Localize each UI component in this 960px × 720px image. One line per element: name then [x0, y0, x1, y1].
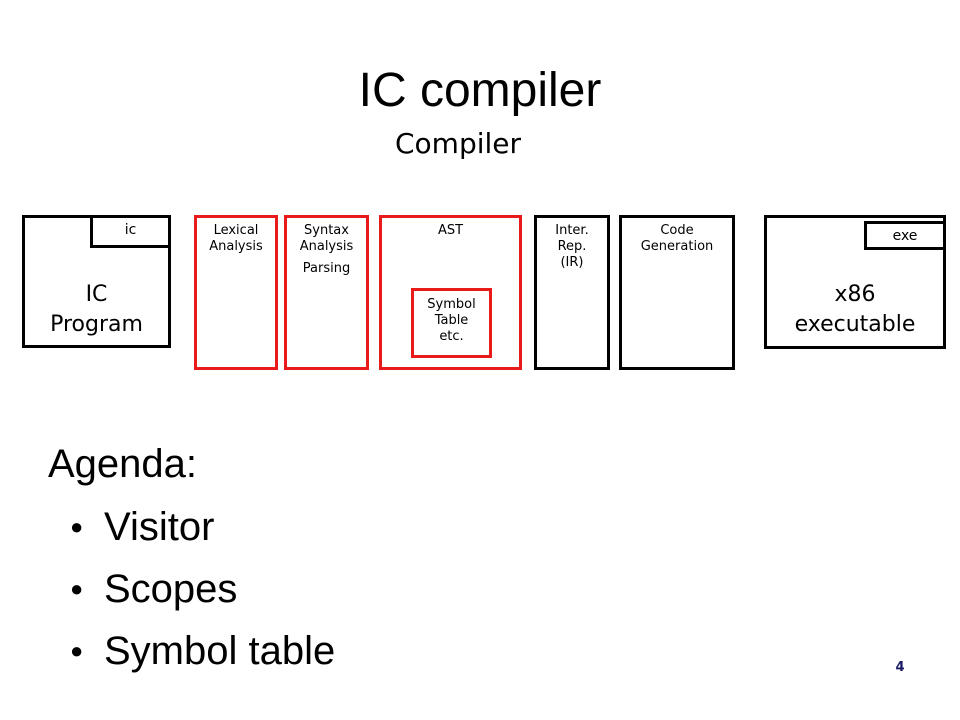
compiler-label: Compiler — [394, 127, 522, 160]
code-generation-label: Code Generation — [622, 218, 732, 255]
ast-box: AST Symbol Table etc. — [379, 215, 522, 370]
page-number: 4 — [895, 660, 905, 675]
syntax-analysis-line-2: Analysis — [299, 239, 354, 254]
ic-program-label-line-2: Program — [50, 312, 143, 337]
syntax-analysis-box: Syntax Analysis Parsing — [284, 215, 369, 370]
x86-executable-label: x86 executable — [767, 280, 943, 340]
x86-executable-line-1: x86 — [834, 282, 876, 307]
ic-program-label: IC Program — [25, 280, 168, 340]
symbol-table-line-1: Symbol — [427, 297, 476, 312]
syntax-analysis-line-1: Syntax — [304, 223, 349, 238]
ir-label: Inter. Rep. (IR) — [537, 218, 607, 271]
lexical-analysis-label: Lexical Analysis — [197, 218, 275, 255]
ir-line-1: Inter. — [555, 223, 589, 238]
code-generation-line-2: Generation — [640, 239, 714, 254]
agenda-item-label: Visitor — [104, 504, 215, 549]
code-generation-line-1: Code — [660, 223, 694, 238]
ir-line-2: Rep. — [557, 239, 587, 254]
ast-label: AST — [437, 223, 464, 238]
lexical-analysis-box: Lexical Analysis — [194, 215, 278, 370]
ic-tab: ic — [90, 218, 168, 248]
agenda-item-visitor: ● Visitor — [70, 496, 335, 558]
lexical-analysis-line-2: Analysis — [209, 239, 263, 254]
x86-executable-line-2: executable — [794, 312, 916, 337]
agenda-item-scopes: ● Scopes — [70, 558, 335, 620]
ic-program-box: ic IC Program — [22, 215, 171, 348]
code-generation-box: Code Generation — [619, 215, 735, 370]
ir-box: Inter. Rep. (IR) — [534, 215, 610, 370]
bullet-icon: ● — [70, 638, 84, 663]
agenda-item-label: Scopes — [104, 566, 238, 611]
lexical-analysis-line-1: Lexical — [213, 223, 259, 238]
symbol-table-line-3: etc. — [439, 329, 464, 344]
symbol-table-box: Symbol Table etc. — [411, 288, 492, 358]
syntax-analysis-label: Syntax Analysis — [287, 218, 366, 255]
exe-tab: exe — [864, 221, 943, 250]
slide-title: IC compiler — [358, 64, 602, 117]
ic-program-label-line-1: IC — [85, 282, 108, 307]
symbol-table-line-2: Table — [434, 313, 469, 328]
x86-executable-box: exe x86 executable — [764, 215, 946, 349]
bullet-icon: ● — [70, 576, 84, 601]
ir-line-3: (IR) — [560, 255, 584, 270]
agenda-title: Agenda: — [48, 442, 198, 486]
agenda-item-label: Symbol table — [104, 628, 336, 673]
agenda-item-symbol-table: ● Symbol table — [70, 620, 335, 682]
agenda-list: ● Visitor ● Scopes ● Symbol table — [70, 496, 335, 682]
bullet-icon: ● — [70, 514, 84, 539]
parsing-label: Parsing — [302, 261, 351, 276]
